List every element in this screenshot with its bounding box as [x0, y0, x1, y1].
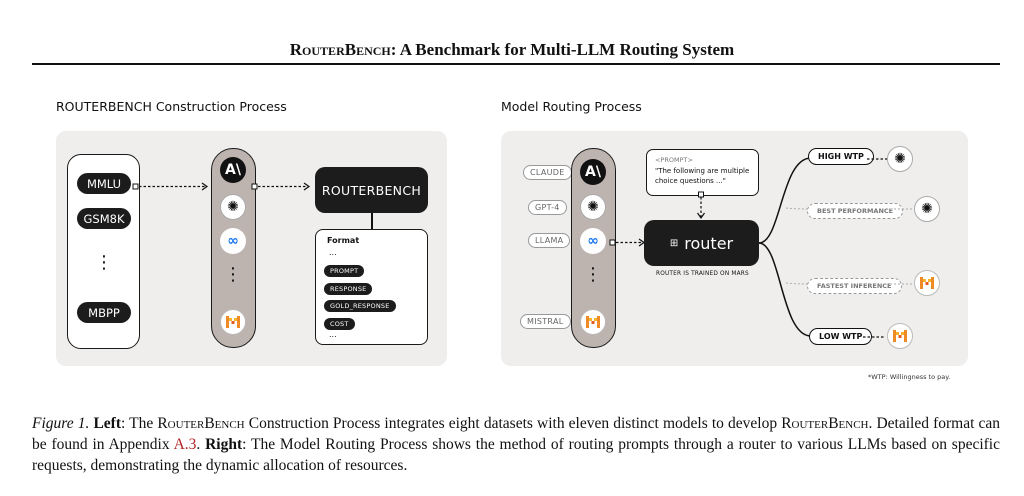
mistral-icon [914, 270, 940, 296]
caption-text-3: . Detailed format can be found in Append… [32, 415, 1001, 453]
title-rest: : A Benchmark for Multi-LLM Routing Syst… [390, 40, 735, 59]
openai-icon: ✺ [220, 194, 246, 220]
caption-text-5: : The Model Routing Process shows the me… [32, 436, 1000, 474]
format-dots-top: ... [329, 248, 337, 257]
caption-text-1: : The [121, 415, 158, 432]
title-rule [32, 63, 1000, 65]
model-ellipsis: ⋮ [224, 264, 242, 285]
prompt-tag: <PROMPT> [655, 156, 693, 164]
model-label-claude: CLAUDE [523, 165, 572, 180]
model-label-gpt4: GPT-4 [528, 200, 567, 215]
format-title: Format [327, 236, 360, 245]
figure-label: Figure 1. [32, 415, 90, 432]
meta-icon: ∞ [220, 228, 246, 254]
models-to-routerbench-arrow [251, 182, 311, 191]
caption-left-label: Left [93, 415, 121, 432]
openai-icon: ✺ [887, 146, 913, 172]
dataset-to-models-arrow [132, 182, 209, 191]
caption-text-4: . [196, 436, 206, 453]
format-field-cost: COST [324, 318, 355, 330]
router-box: ⊞ router [644, 220, 759, 266]
caption-right-label: Right [205, 436, 243, 453]
routing-model-ellipsis: ⋮ [584, 264, 602, 285]
route-best-performance: BEST PERFORMANCE [807, 203, 904, 219]
format-field-gold-response: GOLD_RESPONSE [324, 300, 396, 312]
mistral-icon [580, 309, 606, 335]
router-glyph-icon: ⊞ [669, 237, 679, 249]
dataset-ellipsis: ⋮ [95, 252, 113, 273]
route-fastest-inference: FASTEST INFERENCE [807, 278, 902, 294]
figure-caption: Figure 1. Left: The RouterBench Construc… [32, 413, 1000, 476]
dataset-mmlu: MMLU [77, 173, 131, 194]
appendix-link[interactable]: A.3 [173, 436, 197, 453]
model-label-llama: LLAMA [528, 233, 571, 248]
title-smallcaps: RouterBench [289, 40, 391, 59]
prompt-to-router-arrow [697, 191, 705, 220]
high-wtp-connector [867, 158, 887, 160]
caption-routerbench-2: RouterBench [781, 415, 869, 432]
low-wtp-connector [863, 336, 885, 338]
wtp-footnote: *WTP: Willingness to pay. [868, 373, 951, 381]
openai-icon: ✺ [580, 194, 606, 220]
format-field-response: RESPONSE [324, 283, 373, 295]
dataset-mbpp: MBPP [77, 302, 131, 323]
left-panel-heading: ROUTERBENCH Construction Process [56, 99, 287, 114]
openai-icon: ✺ [914, 196, 940, 222]
model-routing-panel: CLAUDE GPT-4 LLAMA MISTRAL A\ ✺ ∞ ⋮ <PRO… [501, 131, 968, 366]
paper-running-title: RouterBench: A Benchmark for Multi-LLM R… [0, 40, 1024, 60]
caption-routerbench-1: RouterBench [157, 415, 245, 432]
right-panel-heading: Model Routing Process [501, 99, 642, 114]
meta-icon: ∞ [580, 228, 606, 254]
best-performance-connector [890, 208, 914, 210]
models-to-router-arrow [609, 238, 646, 247]
mistral-icon [220, 309, 246, 335]
anthropic-icon: A\ [580, 159, 606, 185]
anthropic-icon: A\ [220, 157, 246, 183]
model-label-mistral: MISTRAL [520, 314, 571, 329]
routerbench-box: ROUTERBENCH [315, 167, 428, 213]
route-high-wtp: HIGH WTP [808, 148, 874, 165]
dataset-gsm8k: GSM8K [77, 208, 131, 229]
router-note: ROUTER IS TRAINED ON MARS [656, 271, 749, 277]
route-low-wtp: LOW WTP [809, 328, 873, 345]
prompt-text: "The following are multiple choice quest… [655, 167, 750, 185]
routerbench-connector [371, 213, 373, 229]
routing-lines [758, 157, 812, 337]
format-field-prompt: PROMPT [324, 265, 365, 277]
format-dots-bottom: ... [329, 330, 337, 339]
fastest-inference-connector [890, 283, 914, 285]
mistral-icon [887, 323, 913, 349]
construction-process-panel: MMLU GSM8K ⋮ MBPP A\ ✺ ∞ ⋮ ROUTERBENCH F… [56, 131, 447, 366]
prompt-bubble [646, 149, 759, 196]
caption-text-2: Construction Process integrates eight da… [244, 415, 782, 432]
router-label: router [684, 233, 734, 253]
